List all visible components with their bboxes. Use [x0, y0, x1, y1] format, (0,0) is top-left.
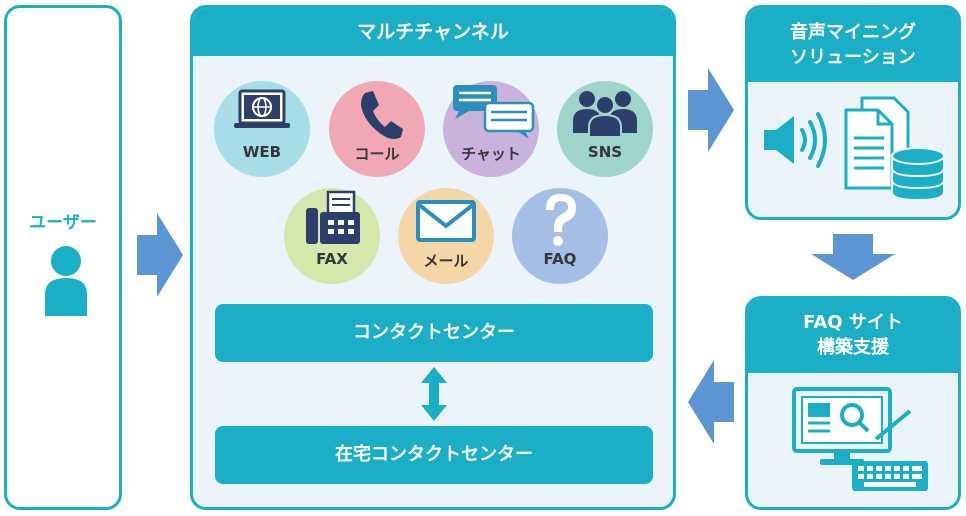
voice-mining-panel: 音声マイニング ソリューション	[745, 5, 961, 220]
channel-faq-label: FAQ	[543, 250, 577, 268]
user-icon	[45, 246, 87, 316]
channel-mail: メール	[398, 188, 494, 284]
monitor-icon	[792, 387, 912, 465]
phone-icon	[361, 91, 403, 139]
arrow-right-2	[688, 68, 734, 152]
user-label: ユーザー	[29, 213, 97, 233]
faq-site-panel: FAQ サイト 構築支援	[745, 296, 961, 510]
fax-icon	[306, 190, 360, 244]
channel-sns: SNS	[557, 81, 653, 177]
home-contact-center-bar: 在宅コンタクトセンター	[215, 426, 653, 484]
question-icon	[546, 194, 576, 246]
web-icon	[234, 89, 290, 128]
people-icon	[573, 91, 637, 138]
channel-call-label: コール	[354, 145, 400, 163]
faq-site-title-line2: 構築支援	[817, 337, 889, 358]
arrow-left	[688, 360, 734, 444]
channel-fax: FAX	[284, 188, 380, 284]
channel-fax-label: FAX	[316, 250, 348, 268]
double-arrow-icon	[421, 367, 447, 421]
user-panel: ユーザー	[4, 5, 122, 510]
arrow-right-1	[137, 213, 183, 297]
contact-center-bar: コンタクトセンター	[215, 304, 653, 362]
arrow-down	[811, 234, 895, 280]
channel-call: コール	[329, 81, 425, 177]
channel-web-label: WEB	[242, 143, 282, 161]
faq-site-title-line1: FAQ サイト	[803, 312, 903, 333]
multichannel-panel: マルチチャンネル WEB コール チャット	[190, 5, 676, 510]
channel-mail-label: メール	[423, 252, 469, 270]
channel-faq: FAQ	[512, 188, 608, 284]
documents-icon	[844, 96, 910, 190]
mail-icon	[416, 200, 476, 242]
channel-chat-label: チャット	[461, 145, 521, 163]
channel-sns-label: SNS	[587, 143, 623, 161]
keyboard-icon	[852, 461, 928, 491]
voice-mining-title-line1: 音声マイニング	[790, 22, 916, 43]
channel-web: WEB	[214, 81, 310, 177]
faq-site-title: FAQ サイト 構築支援	[748, 299, 958, 373]
channel-chat: チャット	[443, 81, 539, 177]
voice-mining-title-line2: ソリューション	[790, 47, 916, 68]
multichannel-title: マルチチャンネル	[193, 8, 673, 56]
speaker-icon	[764, 112, 827, 168]
chat-icon	[453, 85, 535, 139]
database-icon	[891, 147, 945, 202]
voice-mining-title: 音声マイニング ソリューション	[748, 8, 958, 82]
